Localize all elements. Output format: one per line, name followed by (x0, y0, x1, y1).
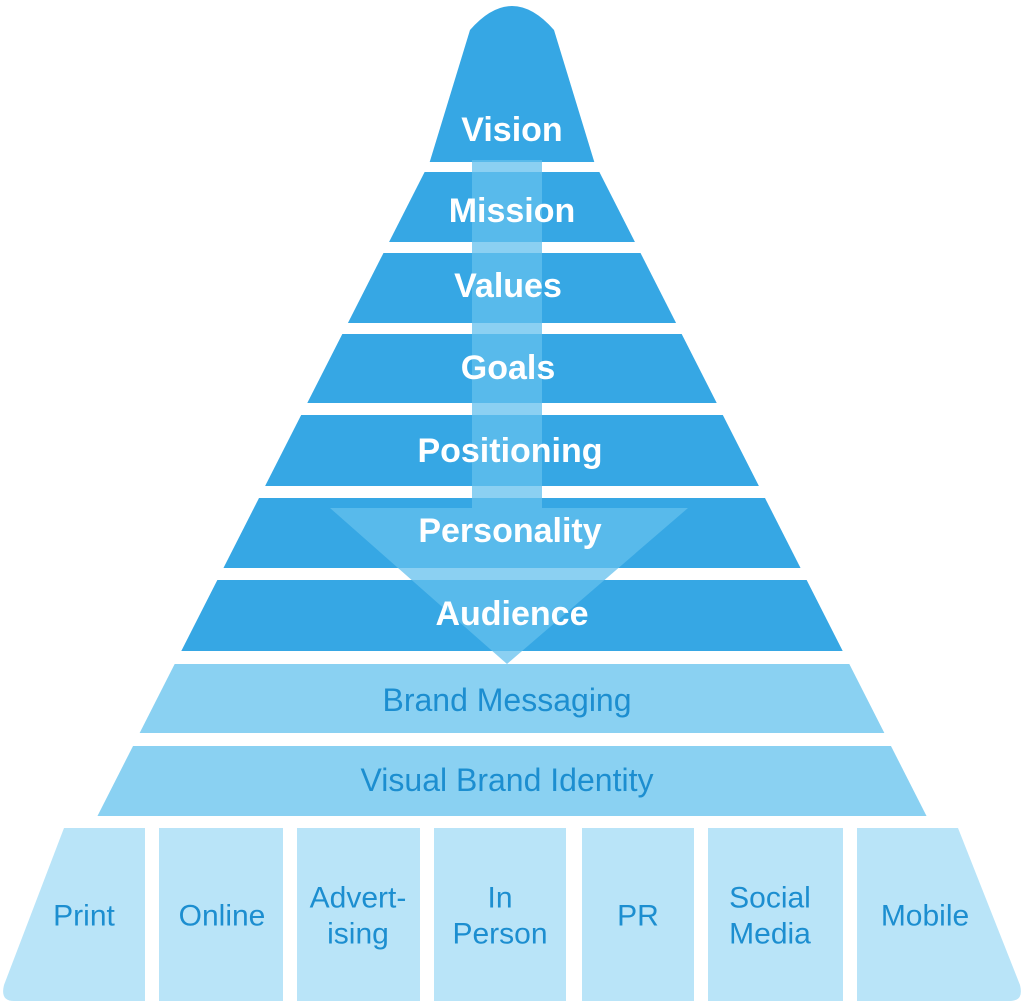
channel-print-block (3, 828, 145, 1001)
channel-print-label-line-0: Print (53, 900, 115, 933)
channel-socialmedia-label-line-0: Social (729, 882, 811, 915)
channel-pr-label-line-0: PR (617, 900, 659, 933)
tier-label-audience: Audience (435, 595, 588, 633)
tier-label-personality: Personality (418, 512, 601, 550)
channel-advert-ising-label-line-0: Advert- (310, 882, 407, 915)
channel-advert-ising-block (297, 828, 420, 1001)
band-label-visual-brand-identity: Visual Brand Identity (361, 762, 654, 798)
channel-inperson-block (434, 828, 566, 1001)
channel-socialmedia-label-line-1: Media (729, 918, 811, 951)
channel-inperson-label-line-0: In (487, 882, 512, 915)
channel-online-block (159, 828, 283, 1001)
channel-mobile-block (857, 828, 1021, 1001)
tier-vision-band (429, 6, 595, 162)
channel-online-label-line-0: Online (179, 900, 266, 933)
tier-label-goals: Goals (461, 349, 555, 387)
tier-label-positioning: Positioning (417, 432, 602, 470)
label-layer: VisionMissionValuesGoalsPositioningPerso… (53, 111, 969, 951)
band-label-brand-messaging: Brand Messaging (382, 682, 631, 718)
channel-mobile-label-line-0: Mobile (881, 900, 969, 933)
tier-label-vision: Vision (461, 111, 562, 149)
arrow-layer (330, 160, 688, 664)
band-visual-brand-identity (97, 746, 927, 816)
channel-pr-block (582, 828, 694, 1001)
down-arrow-icon (330, 160, 688, 664)
channel-socialmedia-block (708, 828, 843, 1001)
channel-inperson-label-line-1: Person (452, 918, 547, 951)
tier-label-mission: Mission (449, 192, 576, 230)
channel-advert-ising-label-line-1: ising (327, 918, 389, 951)
band-brand-messaging (139, 664, 885, 733)
tier-label-values: Values (454, 267, 562, 305)
